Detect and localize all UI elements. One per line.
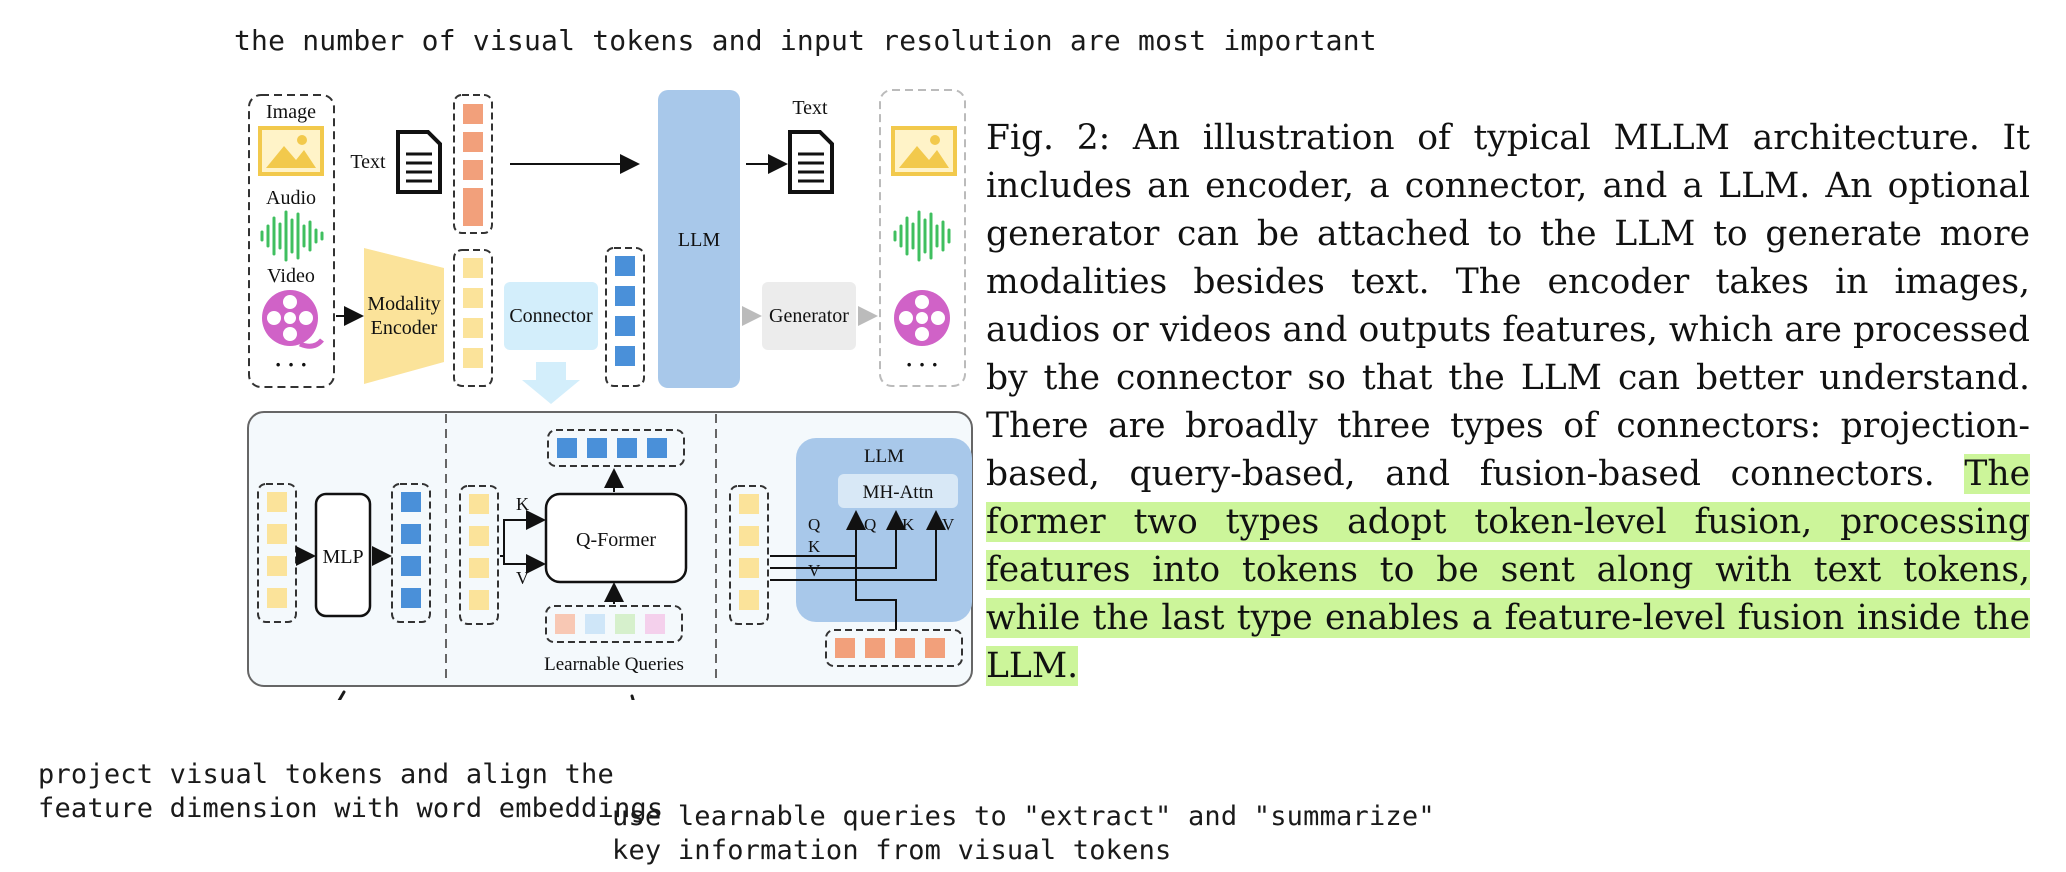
image-label: Image — [266, 101, 316, 123]
learnable-queries-label: Learnable Queries — [544, 654, 684, 675]
input-modalities-box — [248, 94, 335, 388]
mlp-label: MLP — [322, 546, 363, 568]
mh-attn-label: MH-Attn — [863, 482, 934, 503]
arrow-fusion-v — [770, 510, 946, 581]
encoded-tokens — [463, 258, 483, 368]
fusion-k-label: K — [808, 537, 821, 556]
arrow-text-tokens-up — [855, 514, 897, 630]
encoded-token-group — [453, 249, 493, 387]
figure-caption: Fig. 2: An illustration of typical MLLM … — [986, 114, 2030, 690]
fusion-text-tokens — [825, 629, 963, 667]
fusion-v-label: V — [808, 561, 821, 580]
qformer-output-token-marks — [557, 438, 667, 458]
annotation-query-line1: use learnable queries to "extract" and "… — [612, 801, 1435, 832]
learnable-query-marks — [555, 614, 665, 634]
annotation-projection-line1: project visual tokens and align the — [38, 759, 614, 790]
video-label: Video — [267, 265, 315, 287]
attn-v-label: V — [942, 515, 955, 534]
qformer-output-tokens — [547, 429, 685, 467]
fusion-input-tokens — [729, 485, 769, 625]
video-reel-icon — [262, 290, 324, 349]
attn-k-label: K — [902, 515, 915, 534]
output-ellipsis: · · · — [905, 352, 938, 377]
output-image-icon — [891, 126, 957, 176]
mh-attn-box — [838, 474, 958, 508]
generator-box — [762, 282, 856, 350]
qformer-input-token-marks — [469, 494, 489, 610]
connector-box — [504, 282, 598, 350]
modality-encoder — [364, 248, 444, 384]
output-video-reel-icon — [894, 290, 950, 346]
text-token-group — [453, 94, 493, 234]
hand-arrow-mid — [630, 694, 635, 700]
annotation-top: the number of visual tokens and input re… — [234, 24, 1377, 57]
output-audio-wave-icon — [893, 210, 951, 262]
output-modalities-box — [879, 89, 966, 387]
connector-label: Connector — [509, 305, 593, 327]
fusion-q-label: Q — [808, 515, 820, 534]
llm-block — [658, 90, 740, 388]
fusion-text-token-marks — [835, 638, 945, 658]
arrow-k — [500, 510, 546, 557]
llm-label: LLM — [678, 229, 720, 251]
text-in-label: Text — [350, 151, 386, 173]
modality-encoder-line2: Encoder — [371, 317, 438, 339]
fusion-input-token-marks — [739, 494, 759, 610]
text-tokens — [463, 104, 483, 226]
text-out-label: Text — [792, 97, 828, 119]
mllm-architecture-figure: Image Audio Video · · · Modality Encoder… — [247, 89, 973, 700]
audio-wave-icon — [260, 210, 324, 262]
text-document-out-icon — [788, 130, 834, 194]
connector-tokens — [615, 256, 635, 366]
annotation-query-line2: key information from visual tokens — [612, 835, 1172, 866]
k-label: K — [516, 494, 529, 514]
text-document-in-icon — [396, 130, 442, 194]
modality-encoder-line1: Modality — [367, 293, 440, 315]
qformer-input-tokens — [459, 485, 499, 625]
mlp-output-tokens — [391, 483, 431, 623]
connector-token-group — [605, 247, 645, 387]
v-label: V — [516, 568, 529, 588]
mlp-box — [314, 492, 372, 618]
mlp-input-tokens — [257, 483, 297, 623]
attn-q-label: Q — [864, 515, 876, 534]
annotation-projection-line2: feature dimension with word embeddings — [38, 793, 664, 824]
mlp-output-token-marks — [401, 492, 421, 608]
arrow-v — [503, 554, 546, 574]
fusion-llm-label: LLM — [864, 446, 904, 467]
connector-expand-arrow — [522, 362, 580, 404]
generator-label: Generator — [769, 305, 849, 327]
image-icon — [258, 126, 324, 176]
input-ellipsis: · · · — [274, 352, 307, 377]
annotation-projection: project visual tokens and align the feat… — [38, 758, 663, 826]
hand-arrow-left — [337, 690, 346, 700]
arrow-fusion-k — [770, 510, 906, 569]
caption-text: Fig. 2: An illustration of typical MLLM … — [986, 118, 2030, 494]
annotation-query: use learnable queries to "extract" and "… — [612, 800, 1435, 868]
learnable-queries-group — [545, 605, 683, 643]
audio-label: Audio — [266, 187, 316, 209]
mlp-input-token-marks — [267, 492, 287, 608]
qformer-label: Q-Former — [576, 529, 656, 551]
